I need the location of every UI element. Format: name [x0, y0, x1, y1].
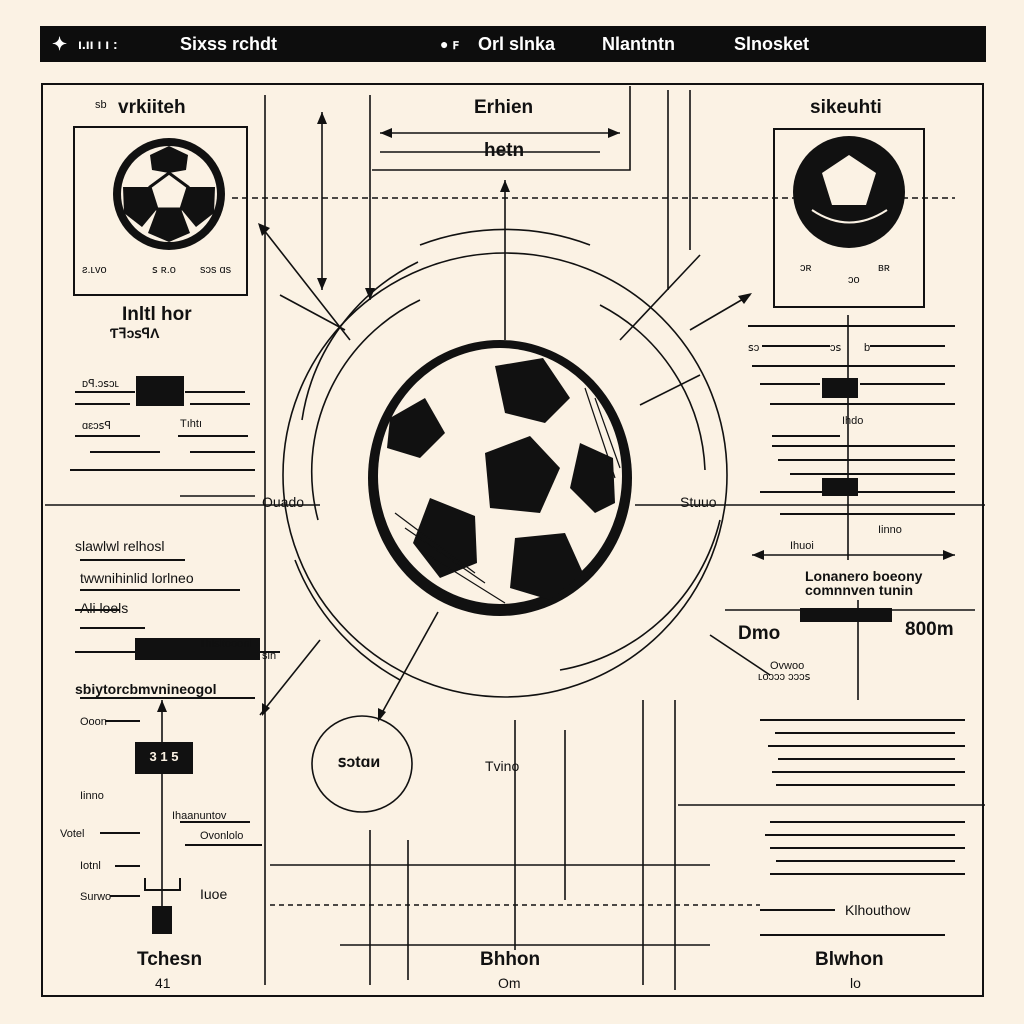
left-bottom-sub: 41 — [155, 975, 171, 991]
diagram-frame — [41, 83, 984, 997]
left-toggle-block — [136, 376, 184, 406]
top-center-title: Erhien — [474, 97, 534, 118]
right-panel-title: sikeuhti — [810, 97, 882, 118]
left-lower-item-2: Iinno — [80, 790, 104, 802]
right-bar — [800, 608, 892, 622]
header-mark: ✦ — [52, 34, 68, 54]
header-center-mark: ● ꜰ — [440, 36, 460, 52]
left-fork-block — [152, 906, 172, 934]
left-list-item-2: Ali loels — [80, 600, 129, 616]
left-lower-item-5: Surwo — [80, 891, 112, 903]
right-mid-label: Ihdo — [842, 415, 864, 427]
left-row-2: ɑɛɔꜱꟼ — [82, 420, 112, 432]
menu-item-3[interactable]: Slnosket — [734, 34, 810, 54]
top-center-sub: hetn — [484, 140, 525, 161]
right-right-value: 800m — [905, 619, 954, 640]
right-block-2 — [822, 478, 858, 496]
left-bar-text: Ilhlsltooonl — [200, 638, 252, 650]
center-bottom-sub: Om — [498, 975, 521, 991]
right-row-prefix-1: ꜱɔ — [748, 342, 760, 354]
center-left-label: Ouado — [262, 494, 305, 510]
left-ball-panel — [73, 126, 248, 296]
header-title: Sixss rchdt — [180, 34, 278, 54]
left-row-1: ᴅꟼ.ɔꜱɔʟ — [82, 378, 119, 390]
left-list-item-1: twwnihinlid lorlneo — [80, 570, 194, 586]
left-lower-item-1: Ooon — [80, 716, 107, 728]
left-lower-item-4: Iotnl — [80, 860, 101, 872]
right-caption-3: ʙʀ — [878, 262, 890, 274]
menu-item-1[interactable]: Orl slnka — [478, 34, 556, 54]
right-heading: Lonanero boeony — [805, 568, 923, 584]
left-row-label: Tıhtı — [180, 418, 203, 430]
right-block-1 — [822, 378, 858, 398]
right-row-prefix-3: b — [864, 342, 871, 354]
right-caption-2: ʟoɔɔɔ ɔɔɔꜱ — [758, 671, 811, 683]
left-caption-1: ƨ.ʟvo — [82, 264, 107, 276]
menu-item-2[interactable]: Nlantntn — [602, 34, 675, 54]
right-subheading: comnnven tunin — [805, 582, 914, 598]
right-caption-1: ɔʀ — [800, 262, 812, 274]
left-side-label-1: Ihaanuntov — [172, 810, 227, 822]
header-bar: ✦ ı.ıı ı ı : Sixss rchdt ● ꜰ Orl slnka N… — [40, 26, 986, 62]
left-badge: 3 1 5 — [135, 742, 193, 774]
right-label-b: Ihuoi — [790, 540, 814, 552]
left-panel-title: vrkiiteh — [118, 97, 186, 118]
left-side-label-3: Iuoe — [200, 886, 228, 902]
left-bottom-title: Tchesn — [137, 949, 203, 970]
left-panel-prefix: sb — [95, 99, 107, 111]
center-right-label: Stuuo — [680, 494, 717, 510]
center-below-label: Tvino — [485, 758, 520, 774]
right-row-prefix-2: ɔꜱ — [830, 342, 842, 354]
left-caption-2: ꜱ ʀ.o — [152, 264, 176, 276]
center-stamp-text: ꜱɔtɑᴎ — [338, 754, 381, 771]
left-heading: Inltl hor — [122, 304, 192, 325]
right-bottom-link[interactable]: Klhouthow — [845, 902, 911, 918]
left-caption-3: sɔs ɑs — [200, 264, 232, 276]
left-ball-icon — [113, 138, 225, 250]
right-bottom-title: Blwhon — [815, 949, 884, 970]
left-subheading: ƬꟻɔꜱꟼɅ — [110, 325, 160, 341]
right-caption: Ovwoo — [770, 660, 805, 672]
right-ball-panel — [773, 128, 925, 308]
left-lower-title: sbiytorcbmvnineogol — [75, 681, 217, 697]
right-bottom-sub: lo — [850, 975, 861, 991]
header-code: ı.ıı ı ı : — [78, 36, 118, 52]
center-bottom-title: Bhhon — [480, 949, 541, 970]
right-left-value: Dmo — [738, 623, 781, 644]
right-caption-2: ɔo — [848, 274, 860, 286]
central-ball-icon — [368, 340, 632, 616]
right-ball-icon — [793, 136, 905, 248]
left-side-label-2: Ovonlolo — [200, 830, 244, 842]
left-list-title: slawlwl relhosl — [75, 538, 165, 554]
left-bar — [135, 638, 260, 660]
left-lower-item-3: Votel — [60, 828, 85, 840]
right-label-a: Iinno — [878, 524, 902, 536]
left-bar-value: slh — [262, 650, 277, 662]
